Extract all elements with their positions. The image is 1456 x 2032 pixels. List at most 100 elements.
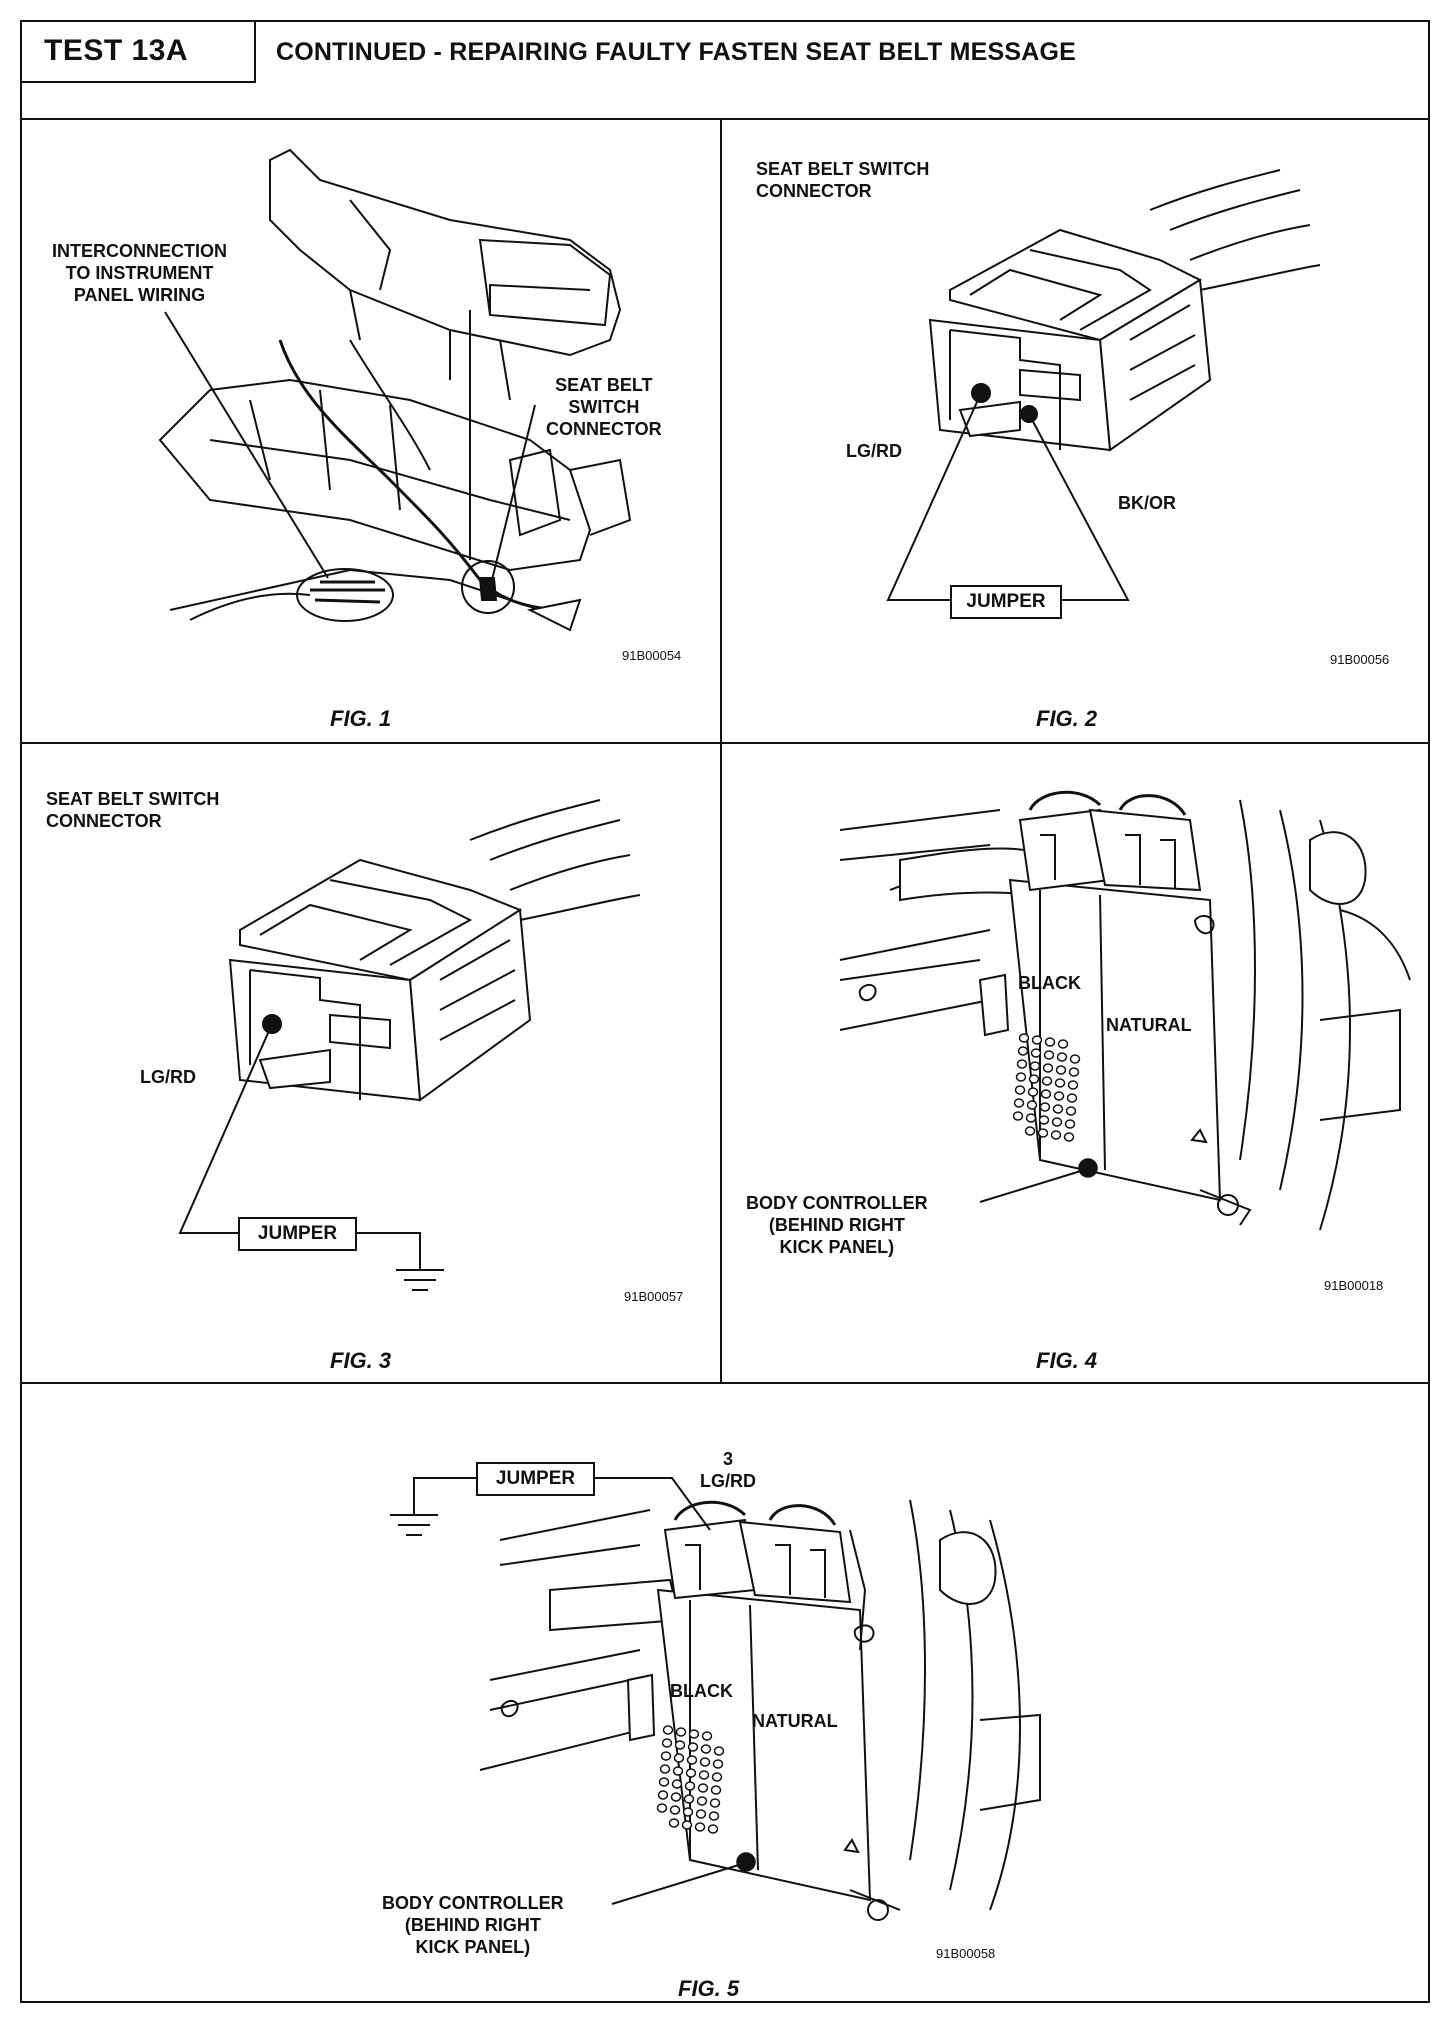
- fig4-cavity-dot: [1069, 1081, 1078, 1089]
- fig4-code: 91B00018: [1324, 1278, 1384, 1293]
- fig5-cavity-dot: [662, 1752, 671, 1760]
- fig5-cavity-dot: [702, 1745, 711, 1753]
- fig5-cavity-dot: [663, 1739, 672, 1747]
- fig4-cavity-dot: [1054, 1105, 1063, 1113]
- fig5-cavity-dot: [712, 1786, 721, 1794]
- fig4-cavity-dot: [1045, 1051, 1054, 1059]
- fig5-cavity-dot: [673, 1780, 682, 1788]
- fig5-cavity-dot: [700, 1771, 709, 1779]
- fig4-cavity-dot: [1031, 1062, 1040, 1070]
- fig5-cavity-dot: [703, 1732, 712, 1740]
- fig4-cavity-dot: [1066, 1120, 1075, 1128]
- fig1-code: 91B00054: [622, 648, 682, 663]
- fig4-cavity-dot: [1029, 1088, 1038, 1096]
- fig4-cavity-dot: [1019, 1047, 1028, 1055]
- fig4-controller-illustration: [840, 780, 1420, 1250]
- fig5-cavity-dot: [713, 1773, 722, 1781]
- fig4-cavity-dot: [1041, 1103, 1050, 1111]
- fig3-caption: FIG. 3: [330, 1348, 392, 1373]
- fig5-cavity-dot: [671, 1806, 680, 1814]
- fig4-cavity-dot: [1015, 1099, 1024, 1107]
- fig4-cavity-dot: [1016, 1086, 1025, 1094]
- fig4-caption: FIG. 4: [1036, 1348, 1098, 1373]
- fig5-controller-illustration: [440, 1470, 1040, 1920]
- fig4-cavity-dot: [1032, 1049, 1041, 1057]
- fig5-cavity-dot: [701, 1758, 710, 1766]
- column-divider: [720, 118, 722, 1384]
- fig3-wire-lgrd-label: LG/RD: [140, 1067, 196, 1087]
- fig5-cavity-dot: [689, 1743, 698, 1751]
- fig5-cavity-dot: [685, 1795, 694, 1803]
- fig4-cavity-dot: [1056, 1079, 1065, 1087]
- fig5-cavity-dot: [714, 1760, 723, 1768]
- fig5-cavity-dot: [674, 1767, 683, 1775]
- fig4-cavity-dot: [1033, 1036, 1042, 1044]
- row-divider-2: [20, 1382, 1430, 1384]
- fig2-wire-bkor-label: BK/OR: [1118, 493, 1176, 513]
- fig4-ground-point: [1079, 1159, 1097, 1177]
- fig4-cavity-dot: [1065, 1133, 1074, 1141]
- fig4-cavity-dot: [1052, 1131, 1061, 1139]
- fig5-cavity-dot: [661, 1765, 670, 1773]
- fig3-jumper-box: JUMPER: [238, 1217, 357, 1251]
- fig4-natural-label: NATURAL: [1106, 1015, 1192, 1035]
- fig5-cavity-dot: [687, 1769, 696, 1777]
- fig2-connector-illustration: [900, 170, 1320, 530]
- fig5-code: 91B00058: [936, 1946, 996, 1961]
- fig5-cavity-dot: [698, 1797, 707, 1805]
- fig5-cavity-dot: [660, 1778, 669, 1786]
- fig5-cavity-dot: [670, 1819, 679, 1827]
- fig4-cavity-dot: [1027, 1114, 1036, 1122]
- fig3-code: 91B00057: [624, 1289, 684, 1304]
- fig5-natural-label: NATURAL: [752, 1711, 838, 1731]
- fig4-black-label: BLACK: [1018, 973, 1081, 993]
- fig5-cavity-dot: [696, 1823, 705, 1831]
- fig5-cavity-dot: [659, 1791, 668, 1799]
- fig4-cavity-dot: [1058, 1053, 1067, 1061]
- fig2-code: 91B00056: [1330, 652, 1390, 667]
- fig4-cavity-dot: [1014, 1112, 1023, 1120]
- fig4-cavity-dot: [1055, 1092, 1064, 1100]
- fig5-cavity-dot: [711, 1799, 720, 1807]
- page-frame: [20, 20, 1430, 2003]
- dash-wiring-illustration: [150, 140, 710, 640]
- fig5-cavity-dot: [699, 1784, 708, 1792]
- fig5-black-label: BLACK: [670, 1681, 733, 1701]
- fig4-cavity-dot: [1039, 1129, 1048, 1137]
- fig5-cavity-dot: [677, 1728, 686, 1736]
- fig4-cavity-dot: [1044, 1064, 1053, 1072]
- fig4-cavity-dot: [1053, 1118, 1062, 1126]
- fig4-cavity-dot: [1067, 1107, 1076, 1115]
- fig5-cavity-dot: [715, 1747, 724, 1755]
- fig4-cavity-dot: [1068, 1094, 1077, 1102]
- fig4-cavity-dot: [1059, 1040, 1068, 1048]
- fig4-cavity-dot: [1046, 1038, 1055, 1046]
- fig2-wire-lgrd-label: LG/RD: [846, 441, 902, 461]
- fig4-cavity-dot: [1070, 1068, 1079, 1076]
- fig5-cavity-dot: [688, 1756, 697, 1764]
- fig5-cavity-dot: [710, 1812, 719, 1820]
- fig4-cavity-dot: [1043, 1077, 1052, 1085]
- fig5-ground-point: [737, 1853, 755, 1871]
- fig4-cavity-dot: [1040, 1116, 1049, 1124]
- fig5-cavity-dot: [683, 1821, 692, 1829]
- row-divider-1: [20, 742, 1430, 744]
- fig5-cavity-dot: [697, 1810, 706, 1818]
- fig1-caption: FIG. 1: [330, 706, 392, 731]
- fig4-cavity-dot: [1057, 1066, 1066, 1074]
- fig5-caption: FIG. 5: [678, 1976, 740, 2001]
- fig4-cavity-dot: [1026, 1127, 1035, 1135]
- fig4-cavity-dot: [1017, 1073, 1026, 1081]
